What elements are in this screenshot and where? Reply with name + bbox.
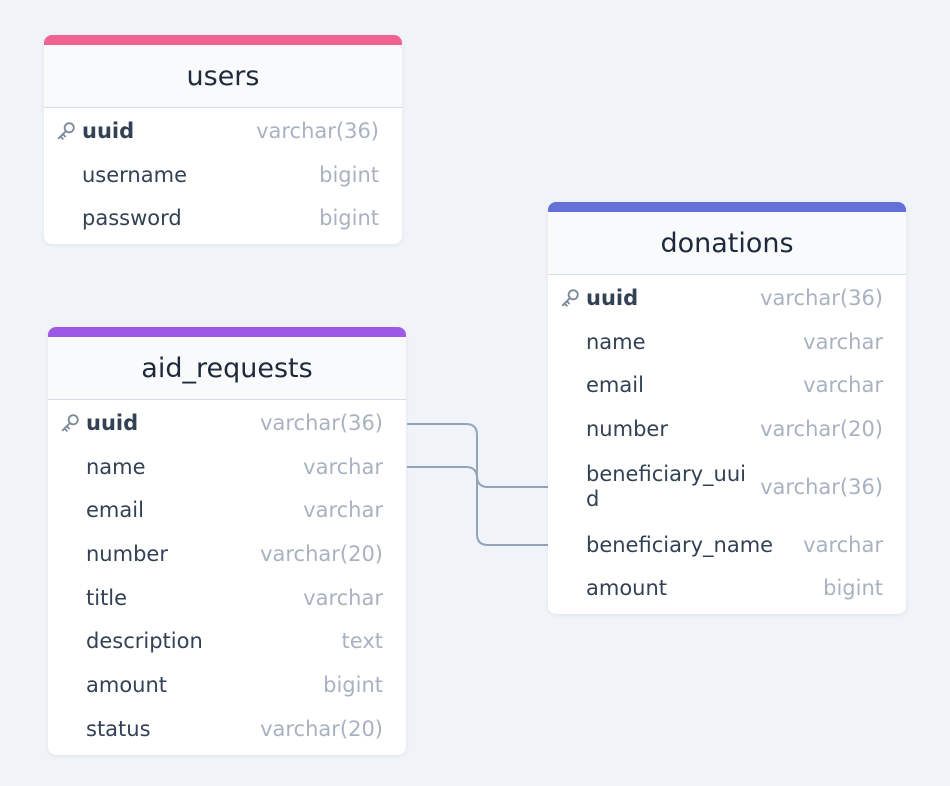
column-row-email[interactable]: email varchar (48, 488, 406, 532)
column-type: varchar (303, 454, 383, 479)
key-icon (61, 414, 79, 432)
key-icon (561, 289, 579, 307)
column-type: varchar (803, 329, 883, 354)
column-row-amount[interactable]: amount bigint (548, 566, 906, 610)
column-row-status[interactable]: status varchar(20) (48, 707, 406, 751)
column-name: name (586, 329, 646, 354)
table-title: aid_requests (141, 352, 313, 384)
column-name: status (86, 716, 151, 741)
column-type: bigint (319, 162, 379, 187)
column-type: varchar(36) (760, 474, 883, 499)
column-row-amount[interactable]: amount bigint (48, 663, 406, 707)
column-type: text (341, 629, 383, 654)
column-name: description (86, 629, 203, 654)
column-type: varchar(20) (260, 716, 383, 741)
column-row-uuid[interactable]: uuid varchar(36) (48, 401, 406, 445)
column-row-name[interactable]: name varchar (48, 445, 406, 489)
column-type: varchar(36) (256, 118, 379, 143)
column-row-username[interactable]: username bigint (44, 153, 402, 197)
column-type: varchar (303, 585, 383, 610)
table-aid-requests[interactable]: aid_requests uuid varchar(36) name varch… (48, 327, 406, 755)
table-donations[interactable]: donations uuid varchar(36) name varchar … (548, 202, 906, 615)
column-type: bigint (323, 672, 383, 697)
column-row-description[interactable]: description text (48, 619, 406, 663)
table-users[interactable]: users uuid varchar(36) username bigint p… (44, 35, 402, 245)
column-row-number[interactable]: number varchar(20) (548, 407, 906, 451)
table-color-bar (48, 327, 406, 337)
column-name: email (586, 373, 644, 398)
column-name: email (86, 498, 144, 523)
relationship-line-uuid-beneficiary-uuid[interactable] (407, 423, 548, 488)
column-type: varchar (303, 498, 383, 523)
column-row-title[interactable]: title varchar (48, 576, 406, 620)
column-name: title (86, 585, 128, 610)
column-type: bigint (319, 206, 379, 231)
table-color-bar (548, 202, 906, 212)
column-type: varchar(20) (760, 416, 883, 441)
column-name: amount (586, 576, 668, 601)
column-type: bigint (823, 576, 883, 601)
table-header[interactable]: donations (548, 212, 906, 275)
table-header[interactable]: users (44, 45, 402, 108)
column-name: number (86, 541, 168, 566)
column-name: username (82, 162, 187, 187)
column-type: varchar(36) (760, 285, 883, 310)
column-type: varchar (803, 532, 883, 557)
table-title: users (186, 60, 260, 92)
column-name: uuid (82, 118, 135, 143)
column-row-email[interactable]: email varchar (548, 363, 906, 407)
column-type: varchar(36) (260, 410, 383, 435)
table-title: donations (660, 227, 794, 259)
column-name: password (82, 206, 182, 231)
column-name: uuid (86, 410, 139, 435)
column-row-name[interactable]: name varchar (548, 320, 906, 364)
column-name: beneficiary_name (586, 532, 774, 557)
column-row-beneficiary-uuid[interactable]: beneficiary_uuid varchar(36) (548, 451, 906, 523)
column-type: varchar (803, 373, 883, 398)
column-name: uuid (586, 285, 639, 310)
table-header[interactable]: aid_requests (48, 337, 406, 400)
column-row-uuid[interactable]: uuid varchar(36) (548, 276, 906, 320)
column-type: varchar(20) (260, 541, 383, 566)
column-name: name (86, 454, 146, 479)
column-name: amount (86, 672, 168, 697)
column-name: number (586, 416, 668, 441)
key-icon (57, 122, 75, 140)
column-row-beneficiary-name[interactable]: beneficiary_name varchar (548, 523, 906, 567)
column-name: beneficiary_uuid (586, 461, 746, 511)
column-row-number[interactable]: number varchar(20) (48, 532, 406, 576)
column-row-password[interactable]: password bigint (44, 196, 402, 240)
relationship-line-name-beneficiary-name[interactable] (407, 466, 548, 546)
table-color-bar (44, 35, 402, 45)
column-row-uuid[interactable]: uuid varchar(36) (44, 109, 402, 153)
